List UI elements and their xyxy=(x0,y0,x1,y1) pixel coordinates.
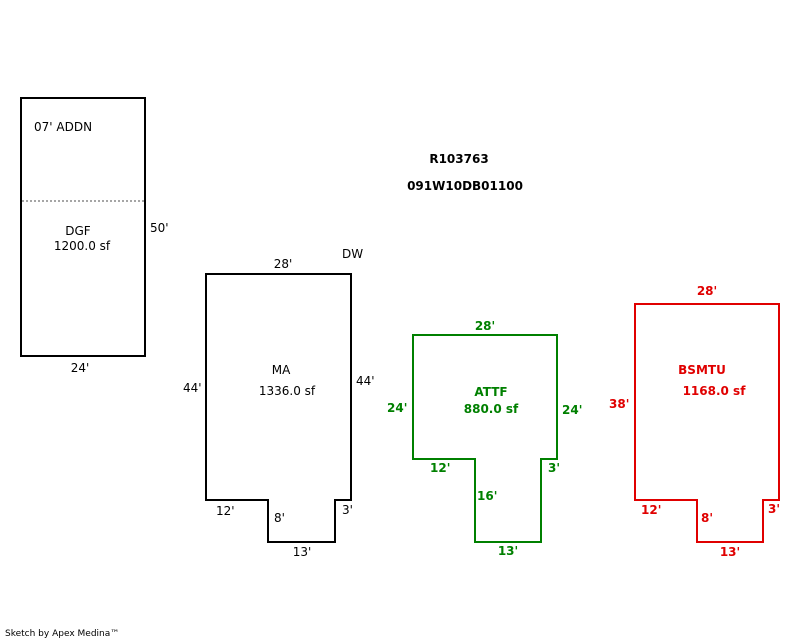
parcel-number: 091W10DB01100 xyxy=(407,179,523,193)
ma-outline xyxy=(205,273,352,543)
ma-notch-depth-dim: 8' xyxy=(274,511,285,525)
attf-outline xyxy=(412,334,558,543)
bsmtu-left-dim: 38' xyxy=(609,397,629,411)
ma-left-dim: 44' xyxy=(183,381,202,395)
ma-bottom-left-dim: 12' xyxy=(216,504,235,518)
dgf-outline xyxy=(20,97,146,357)
bsmtu-bottom-right-dim: 3' xyxy=(768,502,780,516)
record-id: R103763 xyxy=(429,152,488,166)
attf-bottom-right-dim: 3' xyxy=(548,461,560,475)
attf-bottom-left-dim: 12' xyxy=(430,461,450,475)
dgf-bottom-dim: 24' xyxy=(71,361,90,375)
attf-name: ATTF xyxy=(474,385,507,399)
bsmtu-top-dim: 28' xyxy=(697,284,717,298)
bsmtu-outline xyxy=(634,303,780,543)
bsmtu-notch-bottom-dim: 13' xyxy=(720,545,740,559)
dgf-name: DGF xyxy=(65,224,91,238)
dgf-area: 1200.0 sf xyxy=(54,239,111,253)
attf-notch-depth-dim: 16' xyxy=(477,489,497,503)
attf-left-dim: 24' xyxy=(387,401,407,415)
ma-name: MA xyxy=(272,363,291,377)
ma-area: 1336.0 sf xyxy=(259,384,316,398)
ma-top-dim: 28' xyxy=(274,257,293,271)
footer-credit: Sketch by Apex Medina™ xyxy=(5,629,119,639)
ma-notch-bottom-dim: 13' xyxy=(293,545,312,559)
bsmtu-area: 1168.0 sf xyxy=(683,384,747,398)
bsmtu-name: BSMTU xyxy=(678,363,726,377)
attf-notch-bottom-dim: 13' xyxy=(498,544,518,558)
attf-right-dim: 24' xyxy=(562,403,582,417)
ma-corner-label: DW xyxy=(342,247,363,261)
bsmtu-notch-depth-dim: 8' xyxy=(701,511,713,525)
ma-bottom-right-dim: 3' xyxy=(342,503,353,517)
dgf-addn-label: 07' ADDN xyxy=(34,120,92,134)
bsmtu-bottom-left-dim: 12' xyxy=(641,503,661,517)
attf-top-dim: 28' xyxy=(475,319,495,333)
ma-right-dim: 44' xyxy=(356,374,375,388)
dgf-right-dim: 50' xyxy=(150,221,169,235)
attf-area: 880.0 sf xyxy=(464,402,519,416)
